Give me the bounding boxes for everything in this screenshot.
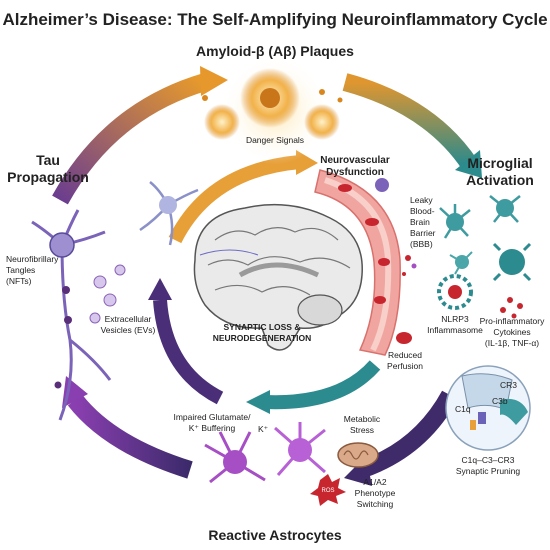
c3b-label: C3b [492,396,508,406]
neurovascular-title-1: Neurovascular [320,155,390,166]
blood-vessel [314,169,417,356]
leaky-bbb-label-2: Blood- [410,206,435,216]
kplus-label: K⁺ [258,424,269,434]
corpus-callosum [238,262,320,278]
red-blood-cell [378,258,390,266]
tau-neurons [31,181,199,421]
red-blood-cell [396,332,412,344]
arrow-microglia-to-astrocytes [357,390,458,479]
stage-microglia-title-1: Microglial [467,155,532,171]
nlrp3-label-1: NLRP3 [441,314,469,324]
arrow-astrocytes-to-tau [67,394,193,479]
cytokine-particles [500,297,523,319]
inner-arrow-left [153,299,224,405]
red-blood-cell [338,184,352,192]
ros-label: ROS [321,488,334,494]
leaky-bbb-label-5: (BBB) [410,239,433,249]
microglia-cell [489,195,521,223]
cytokines-label-3: (IL-1β, TNF-α) [485,338,539,348]
cerebellum [297,294,343,326]
amyloid-plaque [204,104,240,140]
amyloid-plaques [202,55,343,165]
stage-amyloid-title: Amyloid-β (Aβ) Plaques [196,43,354,59]
leak-particle [411,263,417,269]
a1a2-label-3: Switching [357,499,394,509]
amyloid-plaque-core [260,88,280,108]
inner-arrowhead-left [148,278,172,300]
brain-fold [214,284,311,296]
ev-label-1: Extracellular [105,314,152,324]
inner-arrowhead-bottom [246,390,270,414]
nlrp3-inflammasome [437,274,473,310]
brain-fold [207,256,351,269]
amyloid-fragment [319,89,325,95]
brain-illustration [193,203,363,351]
synaptic-loss-label-2: NEURODEGENERATION [213,333,312,343]
c1q-label: C1q [455,404,471,414]
neurovascular-title-2: Dysfunction [326,167,384,178]
microglia-cells [439,195,532,282]
brain-vessel [199,249,259,256]
vessel-wall [314,169,401,356]
a1a2-label-1: A1/A2 [363,477,386,487]
pruning-label-1: C1q–C3–CR3 [462,455,515,465]
mitochondrion [337,442,379,468]
synaptic-pruning-inset [445,365,531,451]
pericyte-cell [375,178,389,192]
astrocyte-cell [274,422,326,476]
arrow-tau-to-amyloid [52,73,208,205]
cytokines-label-1: Pro-inflammatory [480,316,545,326]
diagram-title: Alzheimer’s Disease: The Self-Amplifying… [2,10,547,29]
leak-particle [405,255,411,261]
extracellular-vesicles [89,264,126,324]
nft-label-3: (NFTs) [6,276,32,286]
neuron-with-tangles [31,209,112,421]
nft-label-1: Neurofibrillary [6,254,59,264]
leaky-bbb-label-3: Brain [410,217,430,227]
glutamate-label-1: Impaired Glutamate/ [173,412,251,422]
inner-arrow-bottom [264,360,381,410]
arrowhead-to-amyloid [200,66,228,96]
a1a2-label-2: Phenotype [355,488,396,498]
danger-signals-label: Danger Signals [246,135,304,145]
nft-label-2: Tangles [6,265,35,275]
red-blood-cell [365,218,379,226]
amyloid-plaque [304,104,340,140]
leaky-bbb-label-1: Leaky [410,195,433,205]
stage-tau-title-1: Tau [36,152,60,168]
stage-tau-title-2: Propagation [7,169,89,185]
amyloid-fragment [202,95,208,101]
metabolic-stress-label-1: Metabolic [344,414,381,424]
leaky-bbb-label-4: Barrier [410,228,436,238]
ros-burst [310,474,346,506]
activated-microglia-cell [492,242,532,282]
metabolic-stress-label-2: Stress [350,425,374,435]
outer-cycle-arrows [52,66,482,486]
red-blood-cell [374,296,386,304]
stage-astrocytes-title: Reactive Astrocytes [208,527,342,543]
cytokines-label-2: Cytokines [493,327,530,337]
brain-fold [214,227,339,241]
pruning-label-2: Synaptic Pruning [456,466,521,476]
glutamate-label-2: K⁺ Buffering [189,423,236,433]
leak-particle [402,272,406,276]
arrow-amyloid-to-microglia [342,73,478,171]
reduced-perfusion-label-1: Reduced [388,350,422,360]
arrowhead-to-microglia [455,150,482,178]
receiving-neuron [139,181,199,246]
stage-microglia-title-2: Activation [466,172,534,188]
nlrp3-label-2: Inflammasome [427,325,483,335]
astrocyte-cell [204,431,266,484]
reactive-astrocytes [204,422,379,506]
microglia-cell [449,251,473,275]
cr3-label: CR3 [500,380,517,390]
ev-label-2: Vesicles (EVs) [101,325,156,335]
reduced-perfusion-label-2: Perfusion [387,361,423,371]
synaptic-loss-label-1: SYNAPTIC LOSS & [224,322,301,332]
amyloid-fragment [337,97,343,103]
microglia-cell [439,204,471,239]
